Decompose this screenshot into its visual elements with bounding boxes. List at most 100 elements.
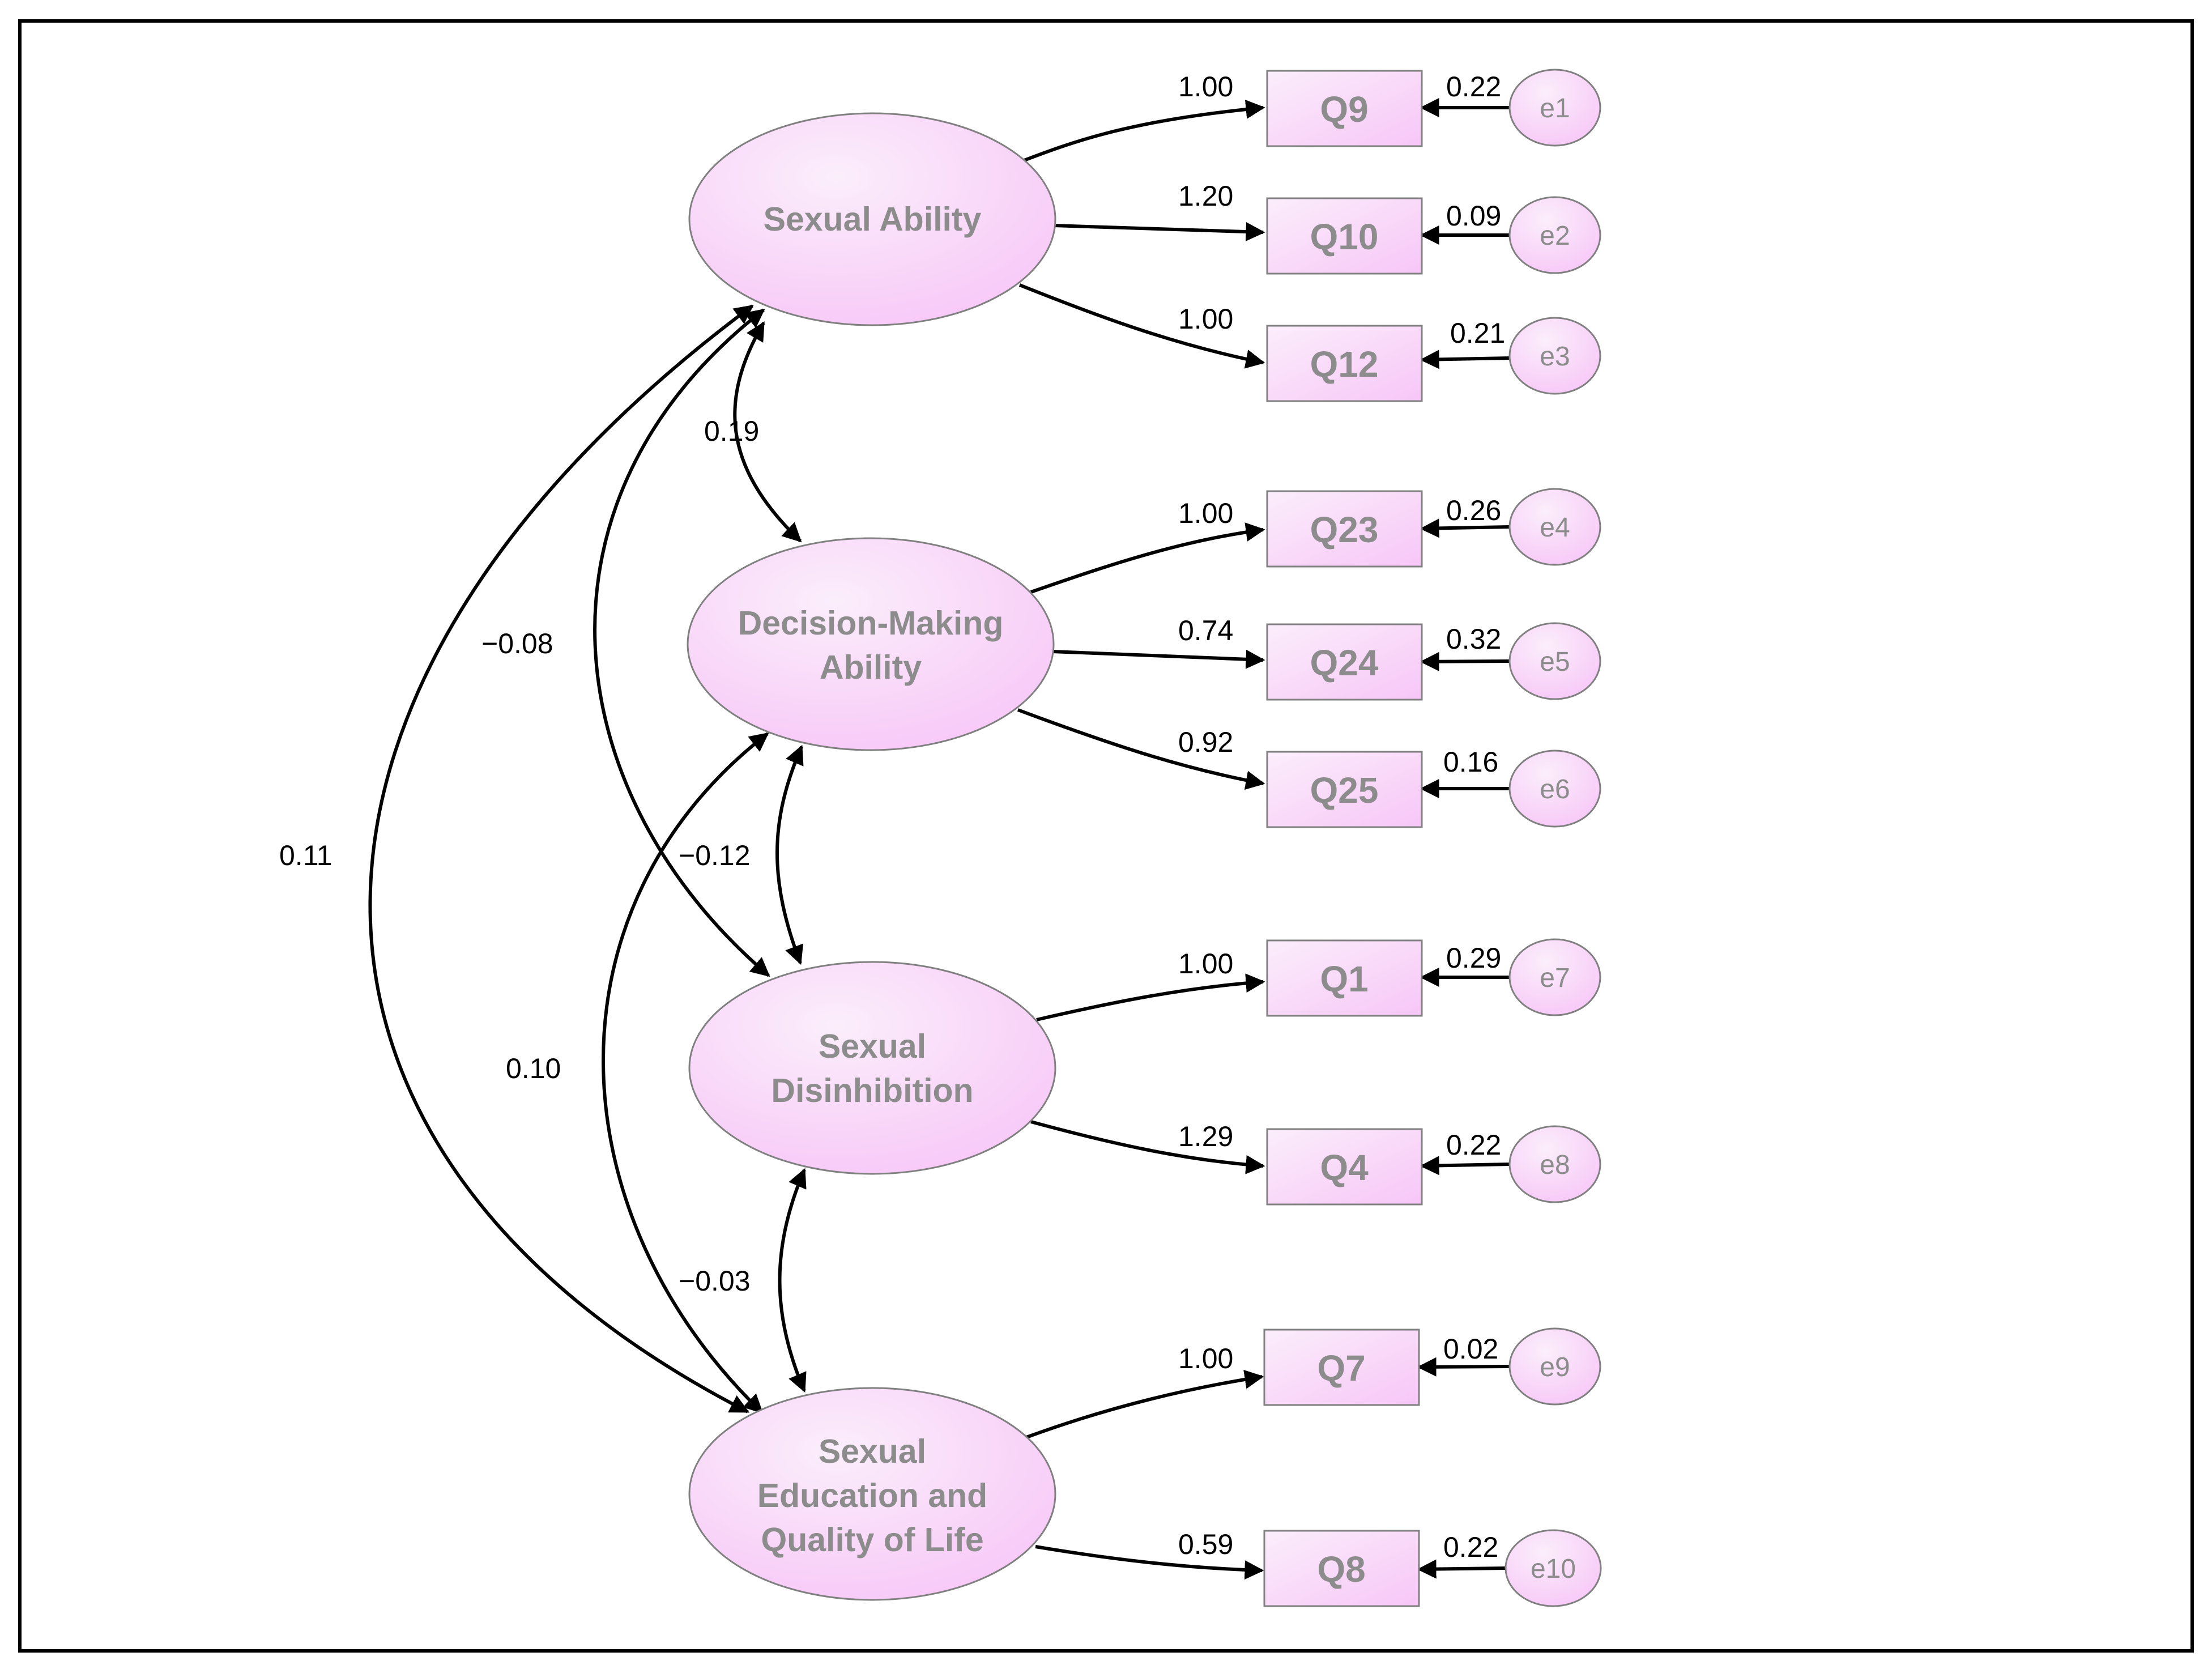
error-ellipse (1508, 196, 1601, 274)
loading-path-q8 (1035, 1545, 1264, 1580)
variance-labels: 0.22 0.09 0.21 0.26 0.32 0.16 0.29 0.22 … (1443, 71, 1505, 1563)
indicator-label: Q7 (1317, 1348, 1365, 1389)
error-ellipse (1508, 488, 1601, 566)
error-path-e10 (1417, 1559, 1506, 1579)
indicator-label: Q1 (1320, 959, 1368, 999)
error-e9: e9 (1508, 1327, 1601, 1406)
error-e4: e4 (1508, 488, 1601, 566)
error-label: e9 (1540, 1352, 1570, 1382)
latent-ellipse (688, 961, 1056, 1175)
indicator-box (1263, 1530, 1420, 1607)
indicator-q24: Q24 (1266, 623, 1423, 701)
error-ellipse (1508, 750, 1601, 828)
error-nodes: e1 e2 e3 e4 e5 e6 e7 e8 (1504, 69, 1602, 1607)
error-path-e4 (1420, 518, 1510, 538)
indicator-box (1266, 197, 1423, 275)
error-path-e5 (1420, 652, 1510, 671)
indicator-box (1266, 490, 1423, 568)
variance-label-e1: 0.22 (1446, 71, 1501, 103)
covariance-labels: 0.19 −0.08 0.11 −0.12 0.10 −0.03 (279, 415, 759, 1297)
indicator-q9: Q9 (1266, 70, 1423, 147)
indicator-label: Q23 (1310, 509, 1379, 550)
loading-path-q10 (1053, 222, 1265, 241)
covariance-path-sa-sd (593, 308, 770, 977)
indicator-boxes: Q9 Q10 Q12 Q23 Q24 Q25 Q1 Q4 (1263, 70, 1423, 1607)
loading-path-q24 (1052, 649, 1265, 669)
covariance-path-sd-seq (778, 1168, 807, 1393)
covariance-label-dma-seq: 0.10 (506, 1053, 561, 1084)
variance-label-e10: 0.22 (1443, 1531, 1498, 1563)
variance-label-e5: 0.32 (1446, 623, 1501, 655)
error-label: e10 (1531, 1554, 1576, 1584)
latent-label-line: Sexual (819, 1028, 926, 1065)
error-label: e5 (1540, 647, 1570, 677)
indicator-box (1266, 70, 1423, 147)
loading-path-q1 (1036, 973, 1265, 1021)
latent-label-line: Sexual (819, 1433, 926, 1470)
indicator-q23: Q23 (1266, 490, 1423, 568)
indicator-label: Q10 (1310, 216, 1379, 257)
error-label: e6 (1540, 774, 1570, 804)
latent-label-line: Decision-Making (738, 604, 1004, 642)
latent-ellipse (687, 537, 1055, 751)
variance-label-e3: 0.21 (1450, 317, 1505, 349)
covariance-label-sa-sd: −0.08 (481, 628, 553, 659)
latent-ellipse (688, 1387, 1056, 1601)
error-ellipse (1504, 1529, 1602, 1607)
variance-label-e6: 0.16 (1443, 746, 1498, 778)
covariance-label-sd-seq: −0.03 (679, 1265, 751, 1297)
loading-path-q23 (1030, 522, 1265, 594)
indicator-q4: Q4 (1266, 1128, 1423, 1206)
error-label: e1 (1540, 93, 1570, 124)
latent-sexual-disinhibition: Sexual Disinhibition (688, 961, 1056, 1175)
error-e1: e1 (1508, 69, 1601, 147)
error-e7: e7 (1508, 938, 1601, 1016)
latent-ellipse (688, 112, 1056, 326)
indicator-box (1266, 939, 1423, 1017)
loading-label-q4: 1.29 (1178, 1121, 1233, 1152)
error-ellipse (1508, 69, 1601, 147)
indicator-q25: Q25 (1266, 751, 1423, 828)
indicator-label: Q25 (1310, 770, 1379, 811)
error-label: e2 (1540, 221, 1570, 251)
covariance-label-sa-dma: 0.19 (704, 415, 759, 447)
error-label: e4 (1540, 513, 1570, 543)
variance-label-e8: 0.22 (1446, 1129, 1501, 1161)
indicator-q10: Q10 (1266, 197, 1423, 275)
covariance-path-sa-seq (368, 304, 754, 1413)
indicator-box (1263, 1329, 1420, 1406)
variance-label-e7: 0.29 (1446, 942, 1501, 974)
loading-label-q8: 0.59 (1178, 1529, 1233, 1560)
variance-label-e9: 0.02 (1443, 1333, 1498, 1365)
indicator-label: Q4 (1320, 1147, 1369, 1188)
latent-sexual-ability: Sexual Ability (688, 112, 1056, 326)
error-path-e9 (1417, 1357, 1510, 1377)
covariance-label-sa-seq: 0.11 (279, 840, 333, 871)
loading-path-q12 (1018, 283, 1265, 369)
error-path-e8 (1420, 1156, 1510, 1176)
latent-nodes: Sexual Ability Decision-Making Ability S… (687, 112, 1056, 1601)
error-e6: e6 (1508, 750, 1601, 828)
covariance-label-dma-sd: −0.12 (679, 840, 751, 871)
indicator-box (1266, 1128, 1423, 1206)
error-label: e7 (1540, 963, 1570, 993)
error-label: e3 (1540, 342, 1570, 372)
indicator-q12: Q12 (1266, 325, 1423, 402)
covariance-path-dma-seq (602, 732, 769, 1414)
covariance-paths (368, 304, 807, 1414)
loading-path-q4 (1030, 1120, 1265, 1174)
loading-label-q25: 0.92 (1178, 726, 1233, 758)
error-ellipse (1508, 1125, 1601, 1203)
loading-path-q9 (1023, 99, 1265, 162)
error-e8: e8 (1508, 1125, 1601, 1203)
figure-frame (18, 19, 2194, 1653)
covariance-path-dma-sd (775, 744, 804, 965)
error-e10: e10 (1504, 1529, 1602, 1607)
error-path-e3 (1420, 350, 1510, 369)
error-ellipse (1508, 1327, 1601, 1406)
loading-label-q1: 1.00 (1178, 948, 1233, 980)
loading-paths (1017, 99, 1265, 1580)
indicator-label: Q8 (1317, 1549, 1365, 1590)
loading-label-q7: 1.00 (1178, 1343, 1233, 1374)
